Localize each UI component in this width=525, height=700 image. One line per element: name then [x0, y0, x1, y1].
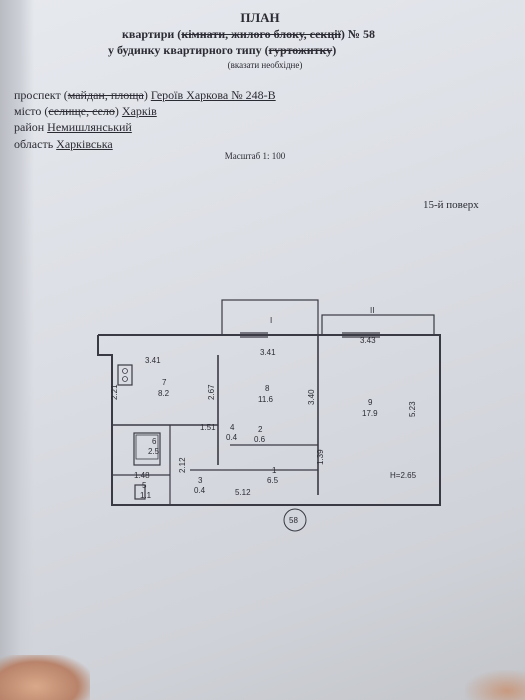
- room-number: 7: [162, 378, 167, 387]
- address-region-value: Харківська: [56, 137, 113, 151]
- bathtub: [133, 432, 161, 466]
- address-city-value: Харків: [121, 104, 157, 118]
- room-number: 9: [368, 398, 373, 407]
- dim-label: 2.67: [207, 384, 216, 400]
- address-street-value: Героїв Харкова № 248-В: [150, 88, 276, 102]
- address-street: проспект (майдан, площа) Героїв Харкова …: [14, 88, 276, 102]
- dim-label: 1.48: [134, 471, 150, 480]
- dim-label: 3.41: [145, 356, 161, 365]
- room-area: 2.5: [148, 447, 160, 456]
- apartment-number: 58: [289, 516, 298, 525]
- dim-label: 3.40: [307, 389, 316, 405]
- dim-label: 3.43: [360, 336, 376, 345]
- dim-label: 5.23: [408, 401, 417, 417]
- stove: [117, 364, 133, 386]
- room-number: 6: [152, 437, 157, 446]
- room-area: 6.5: [267, 476, 279, 485]
- floor-label: 15-й поверх: [423, 199, 479, 211]
- room-number: 2: [258, 425, 263, 434]
- balcony-label: II: [370, 306, 374, 315]
- room-number: 5: [142, 481, 147, 490]
- balcony-2: [321, 314, 435, 336]
- finger-left: [0, 655, 90, 700]
- dim-label: 1.51: [200, 423, 216, 432]
- floor-plan: 3.41 3.41 3.43 2.21 2.67 3.40 5.23 1.51 …: [97, 299, 441, 532]
- room-area: 0.6: [254, 435, 266, 444]
- balcony-label: I: [270, 316, 272, 325]
- finger-right: [465, 670, 525, 700]
- room-number: 1: [272, 466, 277, 475]
- doc-subtitle-line-2: у будинку квартирного типу (гуртожитку): [108, 43, 337, 57]
- ceiling-height: H=2.65: [390, 471, 417, 480]
- room-number: 8: [265, 384, 270, 393]
- scale-label: Масштаб 1: 100: [224, 151, 286, 161]
- dim-label: 5.12: [235, 488, 251, 497]
- room-area: 0.4: [194, 486, 206, 495]
- dim-label: 2.21: [110, 384, 119, 400]
- doc-title: ПЛАН: [240, 10, 280, 25]
- dim-label: 3.41: [260, 348, 276, 357]
- address-region: область Харківська: [14, 137, 113, 151]
- toilet: [134, 484, 146, 500]
- dim-label: 2.12: [178, 457, 187, 473]
- address-district: район Немишлянський: [14, 120, 132, 134]
- doc-subtitle-line: квартири (кімнати, жилого блоку, секції)…: [122, 27, 375, 41]
- binding-edge: [0, 0, 34, 700]
- doc-note: (вказати необхідне): [227, 60, 303, 70]
- room-area: 11.6: [258, 395, 274, 404]
- room-number: 4: [230, 423, 235, 432]
- room-number: 3: [198, 476, 203, 485]
- room-area: 0.4: [226, 433, 238, 442]
- apartment-number-circle: [283, 508, 307, 532]
- paper-sheet: [6, 0, 525, 700]
- address-district-value: Немишлянський: [47, 120, 132, 134]
- room-area: 1.1: [140, 491, 152, 500]
- address-city: місто (селище, село) Харків: [14, 104, 157, 118]
- room-area: 8.2: [158, 389, 170, 398]
- room-area: 17.9: [362, 409, 378, 418]
- dim-label: 1.39: [316, 449, 325, 465]
